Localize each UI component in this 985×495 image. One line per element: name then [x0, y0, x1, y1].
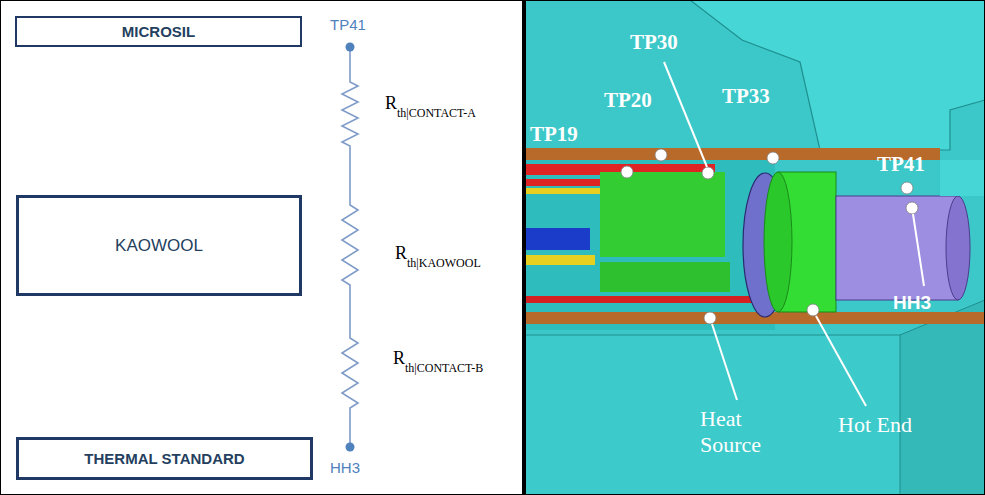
material-box: KAOWOOL	[16, 195, 302, 296]
callout-label: TP30	[630, 30, 678, 55]
box-text: KAOWOOL	[115, 236, 203, 256]
material-box: MICROSIL	[15, 16, 302, 47]
material-box: THERMAL STANDARD	[16, 437, 313, 480]
callout-label: Heat Source	[700, 406, 795, 459]
housing-fill	[940, 160, 985, 196]
thermal-standard-part	[836, 196, 958, 300]
test-point-label: HH3	[330, 459, 360, 476]
leader-lines	[664, 62, 924, 406]
housing-top	[690, 0, 985, 150]
resistance-symbol: R	[385, 93, 397, 114]
insulation-band	[525, 312, 985, 324]
housing-side	[900, 300, 985, 495]
panel-frame	[525, 0, 985, 495]
callout-label: HH3	[893, 292, 931, 314]
terminal-dot	[346, 443, 355, 452]
heater-layer	[525, 296, 775, 303]
resistance-subscript: th|CONTACT-B	[405, 361, 483, 376]
cylinder-end	[946, 196, 970, 300]
layer	[525, 188, 605, 194]
tube-interior	[525, 160, 775, 330]
callout-label: TP41	[877, 152, 925, 177]
resistance-symbol: R	[393, 348, 405, 369]
callout-label: Hot End	[838, 412, 912, 438]
terminal-dot	[346, 43, 355, 52]
resistance-symbol: R	[395, 243, 407, 264]
resistance-subscript: th|KAOWOOL	[407, 256, 481, 271]
callout-label: TP19	[530, 122, 578, 147]
green-layer	[600, 172, 725, 257]
box-text: MICROSIL	[122, 23, 195, 40]
cad-background	[525, 0, 985, 495]
callout-label: TP33	[722, 84, 770, 109]
box-text: THERMAL STANDARD	[84, 450, 244, 467]
resistor-chain	[342, 47, 358, 447]
panel-frame	[1, 1, 524, 495]
green-layer	[600, 262, 730, 292]
probe-dots	[621, 149, 918, 324]
hot-end-face	[764, 172, 792, 312]
test-point-label: TP41	[330, 16, 366, 33]
callout-label: TP20	[604, 88, 652, 113]
blue-layer	[525, 228, 590, 250]
layer	[525, 255, 595, 265]
resistance-subscript: th|CONTACT-A	[397, 106, 476, 121]
